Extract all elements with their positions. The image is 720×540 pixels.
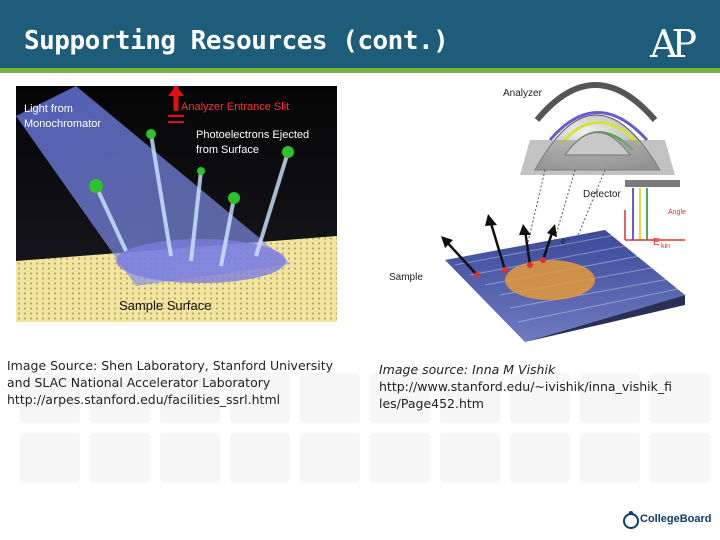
label-analyzer-slit: Analyzer Entrance Slit: [181, 101, 289, 113]
analyzer-schematic-figure: Analyzer Detector Sample Angle E kin e⁻: [385, 80, 697, 342]
label-sample: Sample: [389, 272, 423, 283]
caption-left-line2: and SLAC National Accelerator Laboratory: [7, 374, 352, 391]
label-photoelectrons: Photoelectrons Ejected: [196, 129, 309, 141]
caption-right-line3: les/Page452.htm: [379, 395, 709, 412]
analyzer-schematic-svg: Analyzer Detector Sample Angle E kin e⁻: [385, 80, 697, 342]
arpes-schematic-svg: Light from Monochromator Analyzer Entran…: [16, 86, 337, 322]
collegeboard-brand-text: CollegeBoard: [640, 513, 712, 525]
label-angle: Angle: [668, 209, 686, 216]
ap-logo: AP: [650, 22, 691, 66]
label-monochromator: Monochromator: [24, 118, 101, 130]
label-ekin: E: [653, 237, 660, 248]
arpes-schematic-figure: Light from Monochromator Analyzer Entran…: [16, 86, 337, 322]
label-electron: e⁻: [561, 236, 571, 246]
label-light-from: Light from: [24, 103, 73, 115]
right-image-caption: Image source: Inna M Vishik http://www.s…: [379, 361, 709, 412]
left-image-caption: Image Source: Shen Laboratory, Stanford …: [7, 357, 352, 408]
caption-right-line1: Image source: Inna M Vishik: [379, 361, 709, 378]
label-sample-surface: Sample Surface: [119, 298, 212, 313]
caption-left-line3: http://arpes.stanford.edu/facilities_ssr…: [7, 391, 352, 408]
caption-left-line1: Image Source: Shen Laboratory, Stanford …: [7, 357, 352, 374]
slide-title: Supporting Resources (cont.): [24, 26, 448, 56]
label-ekin-sub: kin: [661, 243, 670, 250]
label-analyzer: Analyzer: [503, 88, 543, 99]
caption-right-line2: http://www.stanford.edu/~ivishik/inna_vi…: [379, 378, 709, 395]
label-detector: Detector: [583, 189, 621, 200]
label-from-surface: from Surface: [196, 144, 259, 156]
